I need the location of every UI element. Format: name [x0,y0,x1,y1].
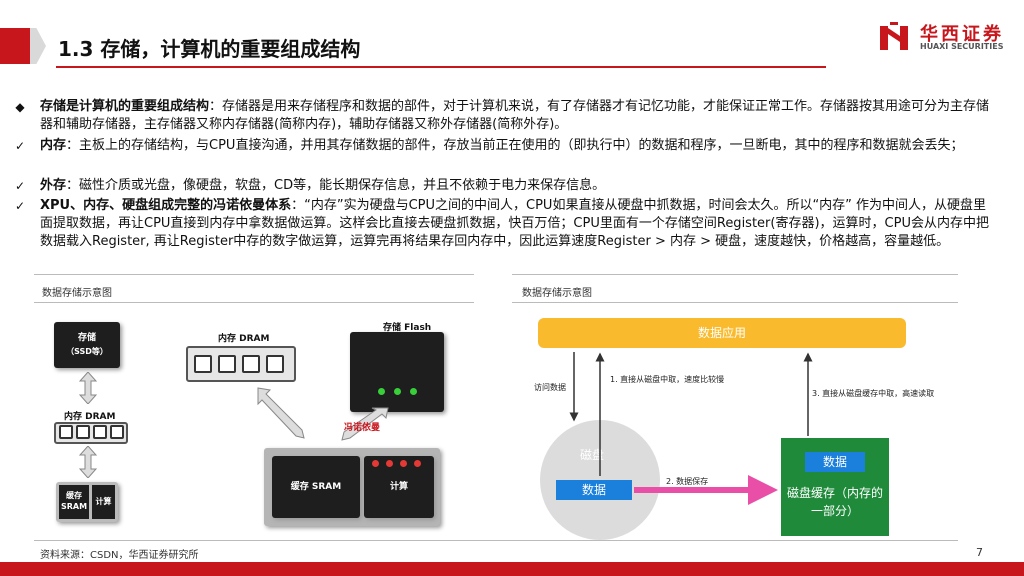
note-data-save: 2. 数据保存 [666,477,709,486]
huaxi-logo-icon [880,22,908,50]
paragraph-text: ：磁性介质或光盘，像硬盘，软盘，CD等，能长期保存信息，并且不依赖于电力来保存信… [66,178,606,193]
storage-label: 存储 [77,333,96,343]
paragraph-memory: ✓ 内存：主板上的存储结构，与CPU直接沟通，并用其存储数据的部件，存放当前正在… [15,137,990,155]
flash-box [350,332,444,412]
data-application-bar: 数据应用 [538,318,906,348]
paragraph-text: ：存储器是用来存储程序和数据的部件，对于计算机来说，有了存储器才有记忆功能，才能… [40,99,990,132]
source-note: 资料来源：CSDN，华西证券研究所 [40,550,199,561]
diagonal-arrow-icon [341,407,389,441]
flow-arrows [569,352,813,505]
note-cache-read: 3. 直接从磁盘缓存中取，高速读取 [812,389,935,398]
storage-ssd-box: 存储 （SSD等） [54,322,120,368]
left-panel-top-rule [34,274,474,275]
disk-data-box: 数据 [556,480,632,500]
dram-chip-large [186,346,296,382]
check-bullet-icon: ✓ [14,199,26,213]
paragraph-text: ：主板上的存储结构，与CPU直接沟通，并用其存储数据的部件，存放当前正在使用的（… [66,138,964,153]
status-dot [372,460,379,467]
check-bullet-icon: ✓ [14,139,26,153]
compute-label-small: 计算 [92,485,115,519]
sram-compute-module: 缓存 SRAM 计算 [264,448,440,526]
paragraph-von-neumann: ✓ XPU、内存、硬盘组成完整的冯诺依曼体系：“内存”实为硬盘与CPU之间的中间… [15,197,990,251]
left-panel-caption-rule [34,302,474,303]
left-figure-caption: 数据存储示意图 [42,288,112,299]
title-divider [56,66,826,68]
paragraph-heading: 外存 [40,178,67,193]
flash-label: 存储 Flash [383,323,432,333]
status-dot [386,460,393,467]
paragraph-external-storage: ✓ 外存：磁性介质或光盘，像硬盘，软盘，CD等，能长期保存信息，并且不依赖于电力… [15,177,990,195]
ssd-label: （SSD等） [66,347,108,356]
note-direct-disk: 1. 直接从磁盘中取，速度比较慢 [610,375,725,384]
sram-label: 缓存 SRAM [272,456,360,518]
diagonal-arrow-icon [257,387,305,439]
paragraph-text: ：“内存”实为硬盘与CPU之间的中间人，CPU如果直接从硬盘中抓数据，时间会太久… [40,198,989,249]
von-neumann-label: 冯诺依曼 [344,423,381,433]
dram-label-left: 内存 DRAM [64,412,116,422]
sram-label-small: 缓存 SRAM [59,485,89,519]
cache-data-box: 数据 [805,452,865,472]
page-title: 1.3 存储，计算机的重要组成结构 [58,37,361,61]
access-data-label: 访问数据 [534,383,566,392]
diamond-bullet-icon: ◆ [15,100,25,114]
disk-cache-box: 数据 磁盘缓存（内存的一部分） [781,438,889,536]
dram-label-top: 内存 DRAM [218,334,270,344]
paragraph-heading: 内存 [40,138,67,153]
paragraph-heading: XPU、内存、硬盘组成完整的冯诺依曼体系 [40,198,292,213]
page-number: 7 [976,546,983,559]
right-panel-caption-rule [512,302,958,303]
status-dot [400,460,407,467]
status-dot [414,460,421,467]
logo-text-cn: 华西证券 [920,24,1004,45]
cache-label: 磁盘缓存（内存的一部分） [787,486,884,518]
dram-chip-small [54,422,128,444]
logo-text-en: HUAXI SECURITIES [920,42,1004,51]
right-figure-caption: 数据存储示意图 [522,288,592,299]
double-arrow-icon [78,446,98,478]
footer-bar [0,562,1024,576]
disk-label: 磁盘 [580,448,605,462]
sram-compute-box-small: 缓存 SRAM 计算 [56,482,118,522]
paragraph-storage: ◆ 存储是计算机的重要组成结构：存储器是用来存储程序和数据的部件，对于计算机来说… [15,98,990,134]
header-accent-grey [30,28,46,64]
panels-bottom-rule [34,540,958,541]
double-arrow-icon [78,372,98,404]
paragraph-heading: 存储是计算机的重要组成结构 [40,99,210,114]
right-panel-top-rule [512,274,958,275]
check-bullet-icon: ✓ [14,179,26,193]
